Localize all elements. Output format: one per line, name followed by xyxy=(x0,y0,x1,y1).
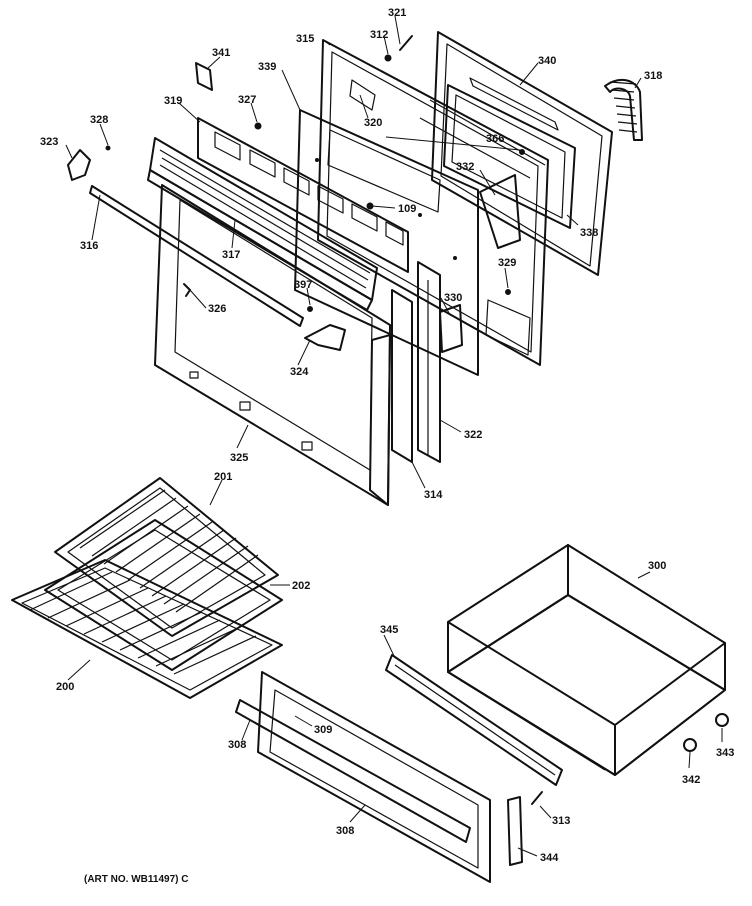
callout-341: 341 xyxy=(212,47,230,59)
callout-325: 325 xyxy=(230,452,248,464)
callout-343: 343 xyxy=(716,747,734,759)
callout-366: 366 xyxy=(486,133,504,145)
drawer-rail xyxy=(385,654,563,786)
callout-326: 326 xyxy=(208,303,226,315)
door-liner xyxy=(431,31,613,276)
hinge-bracket xyxy=(479,174,521,249)
door-handle xyxy=(147,137,378,311)
callout-345: 345 xyxy=(380,624,398,636)
callout-332: 332 xyxy=(456,161,474,173)
callout-109: 109 xyxy=(398,203,416,215)
callout-342: 342 xyxy=(682,774,700,786)
art-number-footer: (ART NO. WB11497) C xyxy=(84,874,188,885)
control-trim-bar xyxy=(197,117,409,273)
callout-308-rail: 308 xyxy=(228,739,246,751)
callout-329: 329 xyxy=(498,257,516,269)
callout-340: 340 xyxy=(538,55,556,67)
callout-320: 320 xyxy=(364,117,382,129)
callout-318-gasket: 318 xyxy=(644,70,662,82)
callout-317: 317 xyxy=(222,249,240,261)
callout-308-panel: 308 xyxy=(336,825,354,837)
callout-338: 338 xyxy=(580,227,598,239)
side-strip xyxy=(391,289,413,463)
door-latch xyxy=(67,149,91,181)
glide-button xyxy=(683,713,729,752)
door-gasket xyxy=(604,78,643,141)
callout-323: 323 xyxy=(40,136,58,148)
callout-309: 309 xyxy=(314,724,332,736)
storage-drawer xyxy=(447,544,726,776)
drawer-slide xyxy=(507,796,523,866)
callout-330: 330 xyxy=(444,292,462,304)
callout-315: 315 xyxy=(296,33,314,45)
callout-324: 324 xyxy=(290,366,309,378)
door-frame xyxy=(154,184,391,506)
oven-rack xyxy=(11,559,283,699)
side-channel xyxy=(417,261,441,463)
drawer-front-panel xyxy=(235,671,491,883)
broiler-pan xyxy=(44,519,283,671)
callout-339: 339 xyxy=(258,61,276,73)
latch-cam xyxy=(304,324,346,351)
callout-319: 319 xyxy=(164,95,182,107)
callout-300: 300 xyxy=(648,560,666,572)
callout-397: 397 xyxy=(294,279,312,291)
door-stop xyxy=(195,62,213,91)
callout-314: 314 xyxy=(424,489,443,501)
callout-200: 200 xyxy=(56,681,74,693)
callout-202: 202 xyxy=(292,580,310,592)
callout-322: 322 xyxy=(464,429,482,441)
hardware-screw xyxy=(531,791,543,805)
hinge-rod xyxy=(89,185,304,327)
leader-lines xyxy=(65,15,723,857)
callout-327: 327 xyxy=(238,94,256,106)
callout-labels: 321 315 312 340 318 341 339 327 319 320 … xyxy=(40,7,734,864)
spacer-block xyxy=(439,304,463,353)
callout-313: 313 xyxy=(552,815,570,827)
callout-316: 316 xyxy=(80,240,98,252)
outer-door-panel xyxy=(317,39,549,366)
callout-344: 344 xyxy=(540,852,559,864)
callout-312: 312 xyxy=(370,29,388,41)
callout-201: 201 xyxy=(214,471,232,483)
callout-321: 321 xyxy=(388,7,406,19)
callout-328: 328 xyxy=(90,114,108,126)
